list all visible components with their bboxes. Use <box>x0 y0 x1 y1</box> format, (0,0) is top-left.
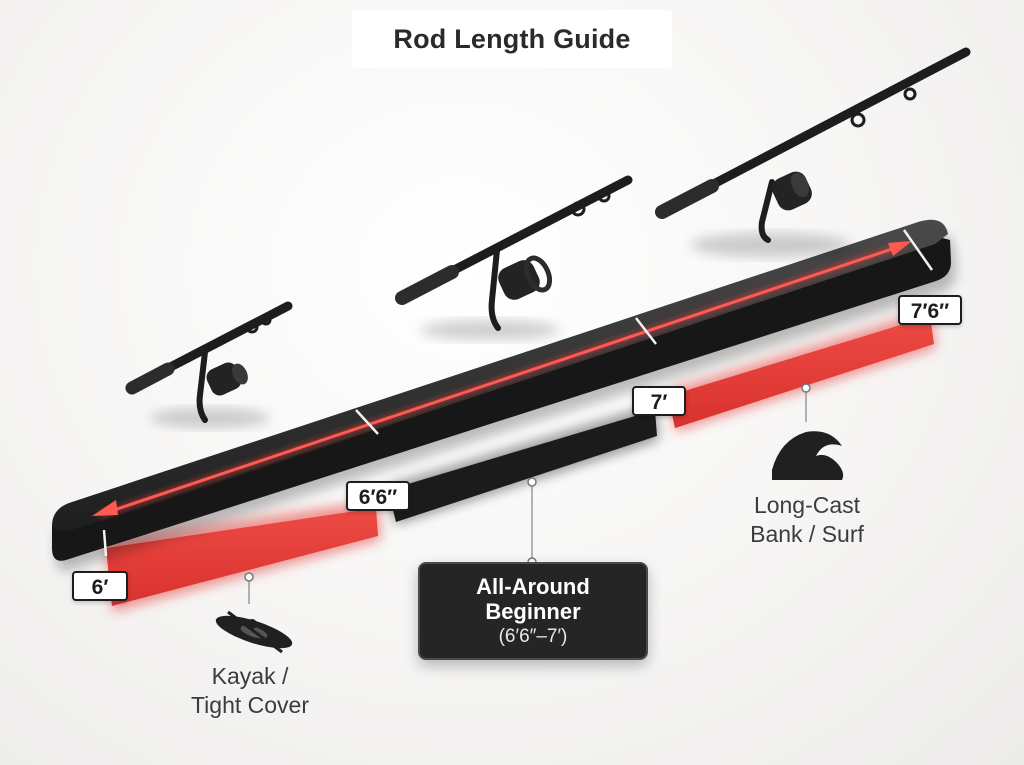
zone-label-short-line2: Tight Cover <box>190 692 310 718</box>
rod-medium <box>395 175 633 340</box>
page-title: Rod Length Guide <box>393 23 631 54</box>
zone-label-long: Long-Cast Bank / Surf <box>722 491 892 549</box>
connector-short <box>244 572 254 604</box>
tick-label-7ft6in: 7′6″ <box>898 295 962 325</box>
connector-long <box>801 383 811 422</box>
arrowhead-right-icon <box>888 241 912 256</box>
rod-short <box>125 301 293 428</box>
zone-slab-long <box>668 310 936 432</box>
wave-icon <box>772 431 844 480</box>
rod-long <box>655 47 971 257</box>
kayak-icon <box>215 610 293 654</box>
zone-label-short: Kayak / Tight Cover <box>160 662 340 720</box>
title-box: Rod Length Guide <box>352 10 672 68</box>
zone-label-long-line2: Bank / Surf <box>750 521 864 547</box>
zone-card-mid-line2: Beginner <box>485 598 581 624</box>
tick-label-7ft: 7′ <box>632 386 686 416</box>
arrowhead-left-icon <box>92 500 118 516</box>
zone-card-mid-line1: All-Around <box>476 573 590 599</box>
tick-label-6ft6in: 6′6″ <box>346 481 410 511</box>
zone-label-short-line1: Kayak / <box>211 663 289 689</box>
length-bar <box>52 219 956 571</box>
zone-slab-mid <box>388 405 658 524</box>
zone-card-mid-line3: (6′6″–7′) <box>498 625 568 647</box>
zone-label-long-line1: Long-Cast <box>753 492 861 518</box>
zone-slab-short <box>106 500 381 612</box>
connector-mid <box>527 477 537 567</box>
zone-card-mid: All-Around Beginner (6′6″–7′) <box>418 562 648 660</box>
tick-label-6ft: 6′ <box>72 571 128 601</box>
